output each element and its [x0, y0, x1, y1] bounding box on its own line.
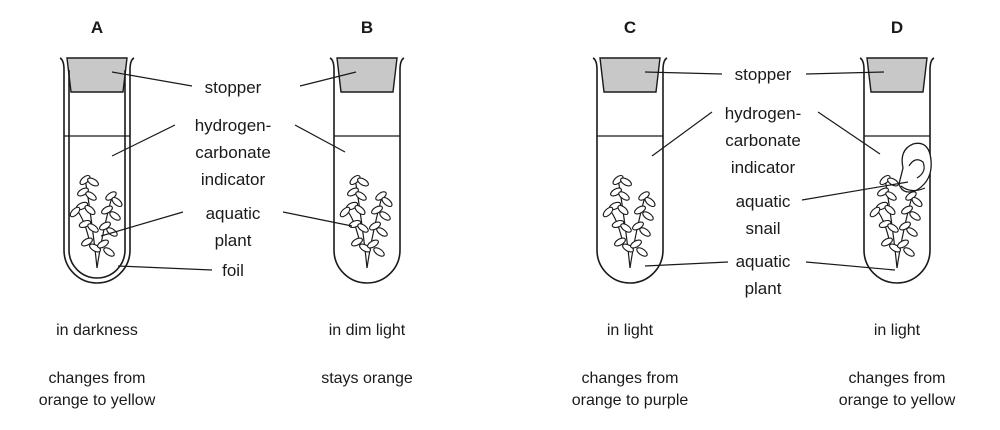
label-indicator-left-1: hydrogen- [195, 116, 272, 135]
tube-b [329, 57, 405, 284]
tube-letter-a: A [91, 18, 103, 37]
tube-d [859, 57, 935, 284]
label-snail-1: aquatic [736, 192, 791, 211]
labels-right: stopper hydrogen- carbonate indicator aq… [644, 65, 909, 298]
label-plant-right-2: plant [745, 279, 782, 298]
label-indicator-left-3: indicator [201, 170, 266, 189]
label-foil: foil [222, 261, 244, 280]
tube-a [59, 57, 135, 284]
condition-b: in dim light [329, 322, 406, 339]
label-indicator-left-2: carbonate [195, 143, 271, 162]
result-a-1: changes from [49, 370, 146, 387]
label-plant-left-1: aquatic [206, 204, 261, 223]
foil-layer [68, 70, 126, 279]
label-plant-left-2: plant [215, 231, 252, 250]
label-indicator-right-3: indicator [731, 158, 796, 177]
tube-letter-b: B [361, 18, 373, 37]
result-d-2: orange to yellow [839, 392, 956, 409]
label-plant-right-1: aquatic [736, 252, 791, 271]
tube-letter-d: D [891, 18, 903, 37]
condition-c: in light [607, 322, 654, 339]
label-snail-2: snail [746, 219, 781, 238]
tube-c [592, 57, 668, 284]
tube-letter-c: C [624, 18, 636, 37]
result-a-2: orange to yellow [39, 392, 156, 409]
result-b-1: stays orange [321, 370, 413, 387]
label-indicator-right-1: hydrogen- [725, 104, 802, 123]
label-stopper-right: stopper [735, 65, 792, 84]
condition-a: in darkness [56, 322, 138, 339]
result-c-2: orange to purple [572, 392, 689, 409]
condition-d: in light [874, 322, 921, 339]
label-stopper-left: stopper [205, 78, 262, 97]
snail-shape [898, 142, 932, 193]
result-c-1: changes from [582, 370, 679, 387]
result-d-1: changes from [849, 370, 946, 387]
label-indicator-right-2: carbonate [725, 131, 801, 150]
captions: in darkness in dim light in light in lig… [39, 322, 956, 409]
labels-left: stopper hydrogen- carbonate indicator aq… [100, 71, 357, 280]
